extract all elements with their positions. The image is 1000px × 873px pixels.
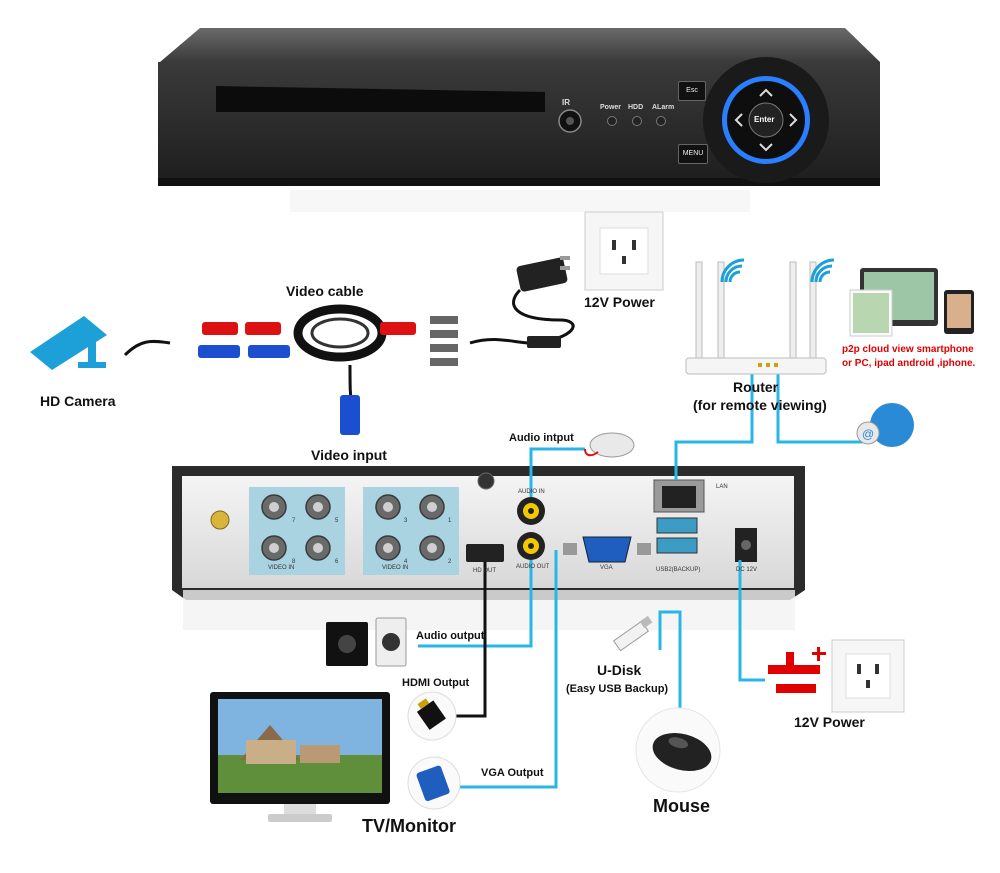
vga-output-label: VGA Output bbox=[481, 767, 544, 779]
tv-monitor-label: TV/Monitor bbox=[362, 816, 456, 836]
wiring-black bbox=[123, 288, 575, 718]
dvr-front-unit bbox=[158, 28, 880, 212]
hd-camera-icon bbox=[30, 316, 107, 370]
bnc-number-8: 8 bbox=[292, 559, 296, 565]
router-label: Router bbox=[733, 379, 779, 395]
mouse-label: Mouse bbox=[653, 796, 711, 816]
video-in-left-label: VIDEO IN bbox=[268, 565, 295, 571]
usb-port-2 bbox=[656, 537, 698, 554]
usb-port-1 bbox=[656, 517, 698, 534]
nav-left-icon bbox=[734, 113, 743, 127]
dc-port-label: DC 12V bbox=[736, 567, 758, 573]
nav-down-icon bbox=[759, 143, 773, 152]
hd-camera-label: HD Camera bbox=[40, 393, 116, 409]
menu-button[interactable]: MENU bbox=[678, 144, 708, 164]
video-input-label: Video input bbox=[311, 447, 387, 463]
usb-disk-icon bbox=[612, 615, 653, 652]
enter-button bbox=[748, 102, 784, 138]
nav-up-icon bbox=[759, 88, 773, 97]
lan-port-label: LAN bbox=[716, 484, 728, 490]
p2p-line-2: or PC, ipad android ,iphone. bbox=[842, 358, 976, 369]
router-sublabel: (for remote viewing) bbox=[693, 397, 827, 413]
wall-socket-top-icon bbox=[584, 211, 664, 291]
svg-text:@: @ bbox=[862, 427, 874, 441]
enter-button-label[interactable]: Enter bbox=[754, 115, 775, 124]
vga-plug-icon bbox=[407, 756, 461, 810]
wall-socket-bottom-icon bbox=[831, 639, 905, 713]
hdmi-output-label: HDMI Output bbox=[402, 677, 470, 689]
internet-globe-icon: @ bbox=[856, 403, 914, 447]
audio-in-port-label: AUDIO IN bbox=[518, 489, 545, 495]
vga-port bbox=[582, 536, 632, 563]
usb-port-label: USB2(BACKUP) bbox=[656, 567, 701, 573]
ground-screw bbox=[210, 510, 230, 530]
hdmi-port-label: HD OUT bbox=[473, 568, 496, 574]
wiring-blue bbox=[418, 370, 862, 789]
bnc-number-3: 3 bbox=[404, 518, 408, 524]
audio-out-port-label: AUDIO OUT bbox=[516, 564, 550, 570]
microphone-icon bbox=[584, 432, 635, 458]
bnc-number-2: 2 bbox=[448, 559, 452, 565]
tv-monitor-icon bbox=[210, 692, 390, 822]
bnc-number-6: 6 bbox=[335, 559, 339, 565]
power-led-label: Power bbox=[600, 104, 622, 111]
wifi-icon bbox=[720, 258, 835, 283]
hdmi-port bbox=[466, 544, 504, 562]
hdd-led-label: HDD bbox=[628, 104, 644, 111]
video-cable-label: Video cable bbox=[286, 283, 364, 299]
video-in-right-label: VIDEO IN bbox=[382, 565, 409, 571]
remote-devices-icon bbox=[849, 268, 974, 337]
bnc-number-1: 1 bbox=[448, 518, 452, 524]
udisk-label: U-Disk bbox=[597, 662, 642, 678]
alarm-led-label: ALarm bbox=[652, 104, 675, 111]
power-led bbox=[607, 116, 617, 126]
nav-right-icon bbox=[789, 113, 798, 127]
bnc-number-7: 7 bbox=[292, 518, 296, 524]
speakers-icon bbox=[326, 617, 407, 667]
p2p-line-1: p2p cloud view smartphone bbox=[842, 344, 974, 355]
audio-input-label: Audio intput bbox=[509, 432, 574, 444]
bnc-number-4: 4 bbox=[404, 559, 408, 565]
power-top-label: 12V Power bbox=[584, 294, 655, 310]
alarm-led bbox=[656, 116, 666, 126]
dc-polarity-icon bbox=[768, 647, 826, 693]
video-cable-icon bbox=[198, 304, 561, 435]
bnc-number-5: 5 bbox=[335, 518, 339, 524]
power-bottom-label: 12V Power bbox=[794, 714, 865, 730]
dvd-slot bbox=[216, 86, 545, 112]
router-icon bbox=[685, 261, 827, 375]
dvr-rear-unit bbox=[172, 466, 805, 630]
ir-label: IR bbox=[562, 98, 570, 107]
udisk-sublabel: (Easy USB Backup) bbox=[566, 683, 669, 695]
mouse-icon bbox=[635, 707, 721, 793]
hdd-led bbox=[632, 116, 642, 126]
esc-button[interactable]: Esc bbox=[678, 81, 706, 101]
hdmi-plug-icon bbox=[407, 691, 457, 741]
audio-output-label: Audio output bbox=[416, 630, 485, 642]
power-adapter-icon bbox=[516, 256, 570, 292]
vga-port-label: VGA bbox=[600, 565, 613, 571]
